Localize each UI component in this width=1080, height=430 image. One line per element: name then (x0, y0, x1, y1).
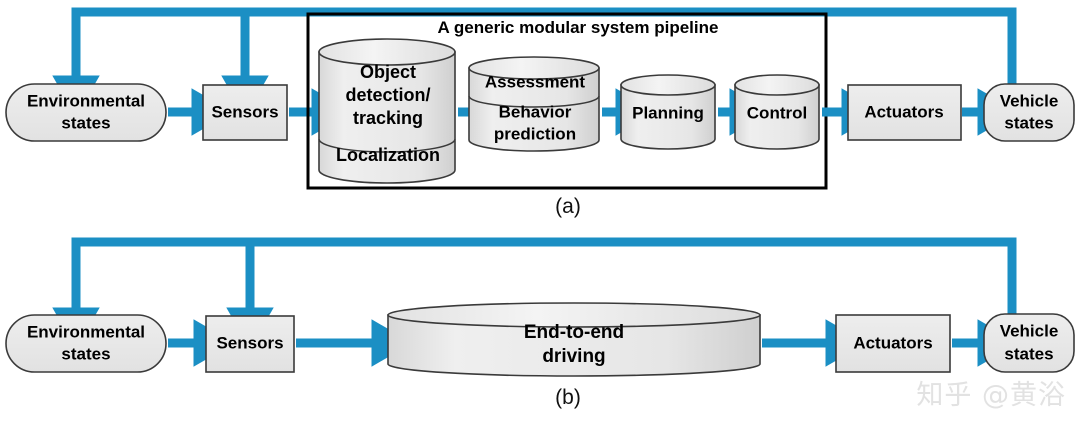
panel-a-feedback-bus (52, 7, 1017, 117)
panel-a-vehicle-states-line1: Vehicle (1000, 91, 1059, 110)
panel-b-node-sensors[interactable]: Sensors (205, 315, 295, 373)
panel-a-node-actuators[interactable]: Actuators (847, 84, 962, 141)
panel-b-actuators-label: Actuators (853, 333, 932, 352)
panel-a-node-planning-cylinder[interactable]: Planning (620, 74, 716, 150)
panel-a-node-perception-cylinder[interactable]: Object detection/ tracking Localization (318, 38, 456, 184)
panel-a-object-detection-line1: Object (360, 62, 416, 82)
panel-b-environmental-states-line1: Environmental (27, 322, 145, 341)
panel-a-localization-label: Localization (336, 145, 440, 165)
panel-b-node-end-to-end-driving[interactable]: End-to-end driving (387, 302, 761, 377)
panel-b-feedback-bus (52, 237, 1017, 349)
panel-a-environmental-states-line1: Environmental (27, 91, 145, 110)
panel-a-planning-label: Planning (632, 103, 704, 122)
panel-b-vehicle-states-line2: states (1004, 344, 1053, 363)
panel-a-node-environmental-states[interactable]: Environmental states (5, 83, 167, 142)
panel-b-node-vehicle-states[interactable]: Vehicle states (983, 313, 1075, 373)
watermark: 知乎 @黄浴 (916, 380, 1066, 411)
panel-b-vehicle-states-line1: Vehicle (1000, 321, 1059, 340)
panel-a-environmental-states-line2: states (61, 113, 110, 132)
panel-b-node-actuators[interactable]: Actuators (835, 314, 951, 373)
panel-a-pipeline-title: A generic modular system pipeline (438, 18, 719, 37)
panel-a-behavior-prediction-line2: prediction (494, 124, 576, 143)
panel-a-control-label: Control (747, 103, 807, 122)
panel-a-assessment-label: Assessment (485, 72, 586, 91)
panel-b-environmental-states-line2: states (61, 344, 110, 363)
panel-a-behavior-prediction-line1: Behavior (499, 102, 572, 121)
panel-a-pipeline-frame (306, 12, 828, 190)
panel-a-sensors-label: Sensors (211, 102, 278, 121)
panel-b-node-environmental-states[interactable]: Environmental states (5, 314, 167, 373)
panel-b-sensors-label: Sensors (216, 333, 283, 352)
panel-b-caption: (b) (555, 386, 581, 409)
panel-a-node-vehicle-states[interactable]: Vehicle states (983, 83, 1075, 142)
panel-a-vehicle-states-line2: states (1004, 113, 1053, 132)
panel-a-object-detection-line2: detection/ (345, 85, 430, 105)
panel-a-object-detection-line3: tracking (353, 108, 423, 128)
panel-b-end-to-end-line1: End-to-end (524, 322, 624, 343)
panel-a-actuators-label: Actuators (864, 102, 943, 121)
panel-a-node-sensors[interactable]: Sensors (202, 84, 288, 141)
panel-a-node-assessment-cylinder[interactable]: Assessment Behavior prediction (468, 56, 600, 152)
panel-a-node-control-cylinder[interactable]: Control (734, 74, 820, 150)
panel-a-caption: (a) (555, 195, 581, 218)
panel-b-end-to-end-line2: driving (542, 346, 605, 367)
